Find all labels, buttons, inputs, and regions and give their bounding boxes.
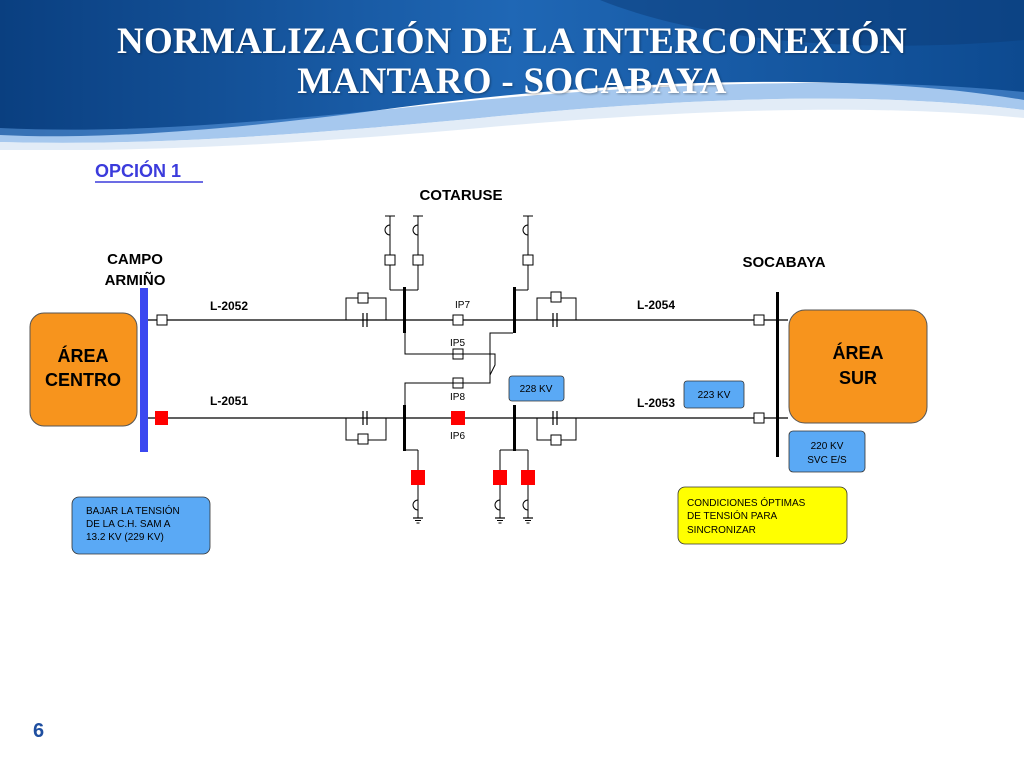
voltage-tag-228	[508, 375, 565, 402]
busbar-cotaruse-bottom-left	[403, 405, 406, 451]
breaker-reactor-bottom-3	[521, 470, 535, 485]
busbar-campo-armino	[140, 288, 148, 452]
station-socabaya: SOCABAYA	[742, 254, 825, 271]
breaker-socabaya-top	[753, 314, 765, 326]
series-capacitor-bottom-left	[345, 410, 387, 445]
series-capacitor-top-right	[536, 291, 577, 328]
station-campo: CAMPO	[107, 251, 163, 268]
note-left-line-3: 13.2 KV (229 KV)	[86, 532, 164, 543]
title-line-1: NORMALIZACIÓN DE LA INTERCONEXIÓN	[116, 21, 908, 62]
area-centro-label-2: CENTRO	[45, 370, 121, 390]
voltage-228: 228 KV	[520, 384, 553, 395]
reactor-branches-top	[384, 215, 534, 291]
voltage-tag-220-svc	[788, 430, 866, 473]
breaker-label-ip6: IP6	[450, 431, 465, 442]
option-label: OPCIÓN 1	[95, 160, 181, 181]
breaker-campo-bottom	[155, 411, 168, 425]
breaker-label-ip7: IP7	[455, 300, 470, 311]
line-label-l2054: L-2054	[637, 298, 675, 312]
busbar-cotaruse-bottom-right	[513, 405, 516, 451]
note-left-box	[71, 496, 211, 555]
area-sur-label-1: ÁREA	[832, 342, 883, 363]
station-armino: ARMIÑO	[105, 271, 166, 289]
busbar-socabaya	[776, 292, 779, 457]
note-left-line-2: DE LA C.H. SAM A	[86, 519, 171, 530]
breaker-label-ip8: IP8	[450, 392, 465, 403]
breaker-label-ip5: IP5	[450, 338, 465, 349]
breaker-reactor-bottom-1	[411, 470, 425, 485]
busbar-cotaruse-top-left	[403, 287, 406, 333]
page-number: 6	[33, 720, 45, 742]
series-capacitor-top-left	[345, 292, 387, 328]
voltage-223: 223 KV	[698, 390, 731, 401]
tie-connections	[404, 332, 513, 405]
area-sur-box	[788, 309, 928, 424]
station-cotaruse: COTARUSE	[419, 187, 502, 204]
voltage-tag-223	[683, 380, 745, 409]
voltage-220-svc: SVC E/S	[807, 455, 847, 466]
series-capacitor-bottom-right	[536, 410, 577, 446]
line-label-l2051: L-2051	[210, 394, 248, 408]
blank-patch	[342, 460, 404, 487]
note-right-box	[677, 486, 848, 545]
breaker-campo-top	[156, 314, 168, 326]
breaker-reactor-bottom-2	[493, 470, 507, 485]
reactor-branches-bottom	[405, 449, 534, 524]
note-right-line-2: DE TENSIÓN PARA	[687, 509, 778, 522]
area-centro-box	[29, 312, 138, 427]
note-left-line-1: BAJAR LA TENSIÓN	[86, 504, 180, 517]
note-right-line-1: CONDICIONES ÓPTIMAS	[687, 496, 806, 509]
busbar-cotaruse-top-right	[513, 287, 516, 333]
title-line-2: MANTARO - SOCABAYA	[297, 61, 727, 102]
page-title: NORMALIZACIÓN DE LA INTERCONEXIÓN MANTAR…	[0, 22, 1024, 102]
line-label-l2053: L-2053	[637, 396, 675, 410]
area-centro-label-1: ÁREA	[57, 345, 108, 366]
breaker-socabaya-bottom	[753, 412, 765, 424]
note-right-line-3: SINCRONIZAR	[687, 525, 756, 536]
header-banner	[0, 0, 1024, 150]
breaker-ip6	[451, 411, 465, 425]
line-label-l2052: L-2052	[210, 299, 248, 313]
breaker-ip7	[452, 314, 464, 326]
area-sur-label-2: SUR	[839, 368, 877, 388]
voltage-220: 220 KV	[811, 441, 844, 452]
